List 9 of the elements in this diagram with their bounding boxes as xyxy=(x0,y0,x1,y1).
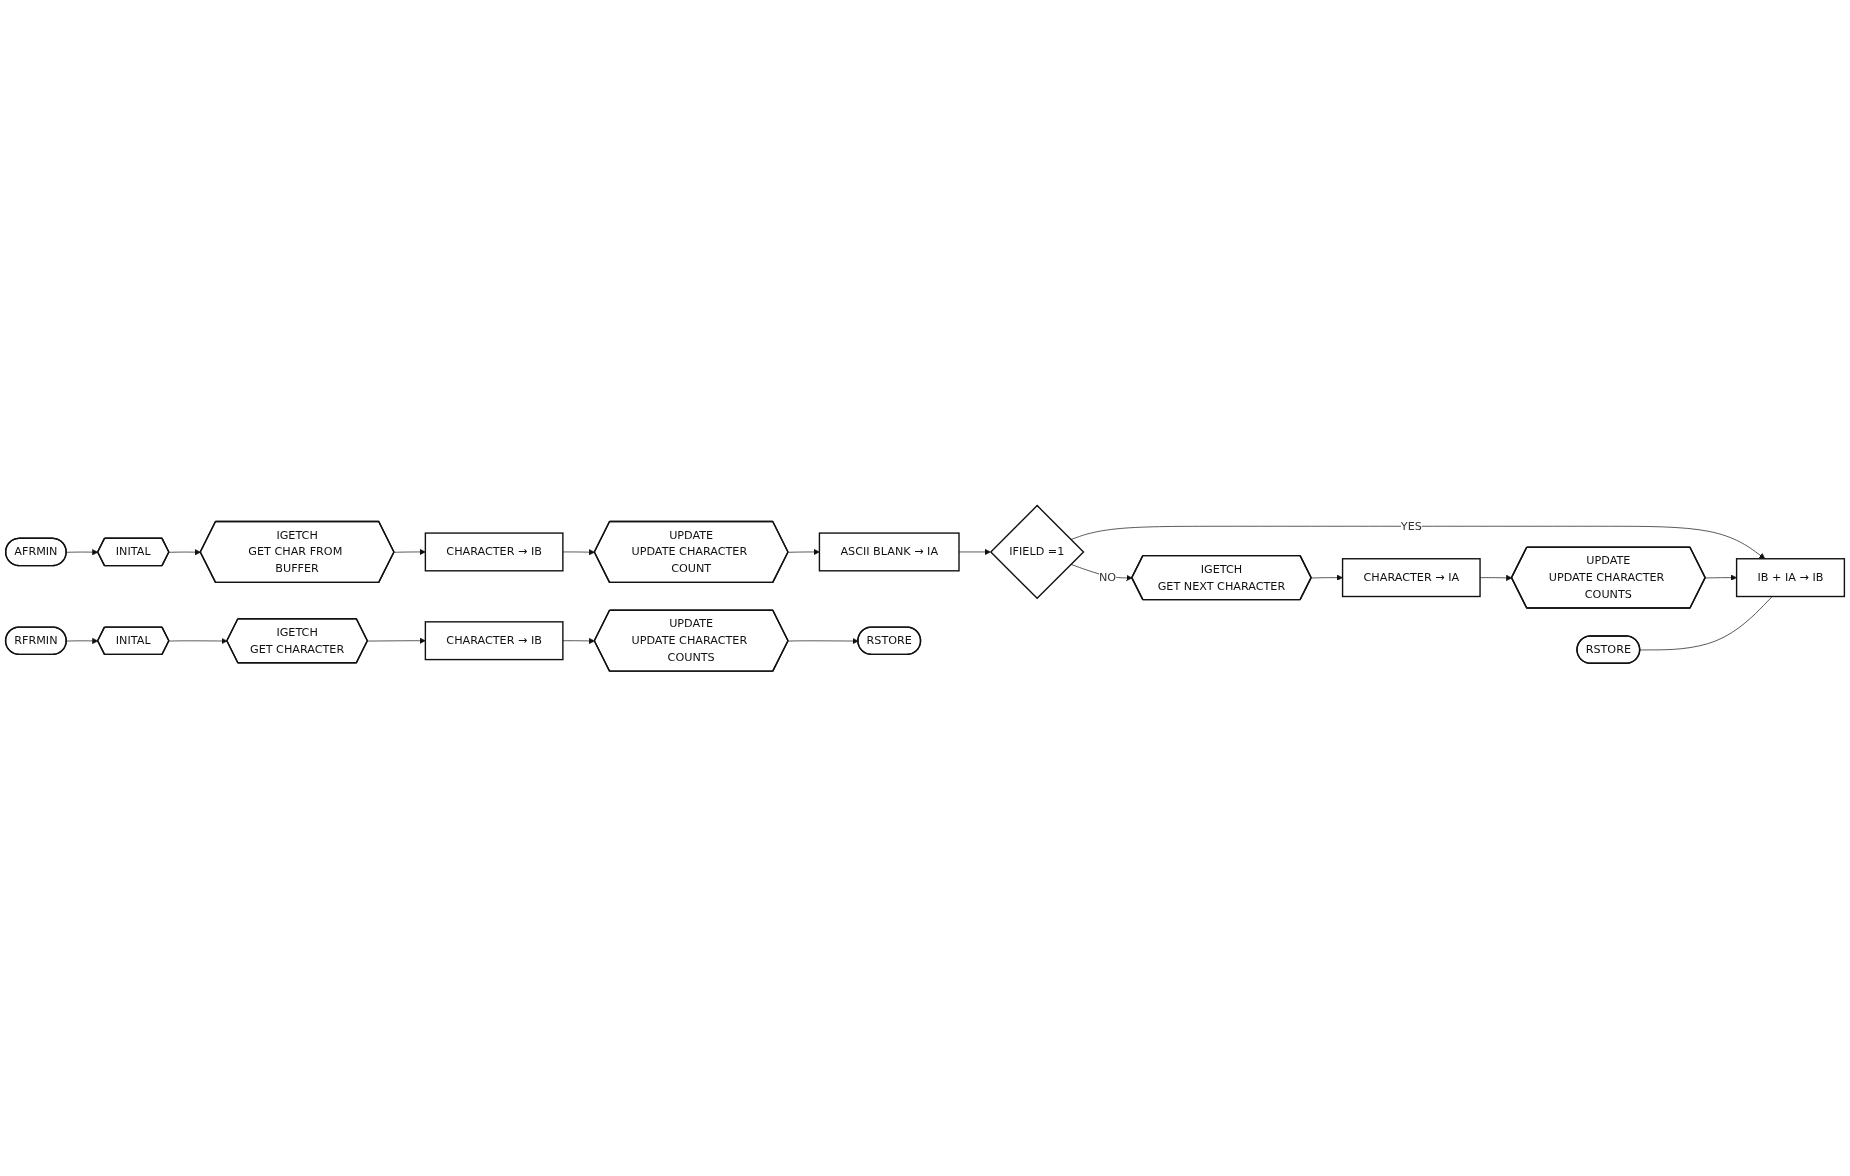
edge-label: NO xyxy=(1098,570,1117,584)
node-diamond: IFIELD =1 xyxy=(989,504,1085,599)
node-box: CHARACTER → IA xyxy=(1341,557,1481,597)
node-box: IB + IA → IB xyxy=(1735,557,1846,597)
node-box: CHARACTER → IB xyxy=(424,620,564,660)
node-box: ASCII BLANK → IA xyxy=(818,532,960,572)
node-box: CHARACTER → IB xyxy=(424,532,564,572)
edge-label: YES xyxy=(1400,518,1422,533)
connector xyxy=(1639,595,1773,650)
